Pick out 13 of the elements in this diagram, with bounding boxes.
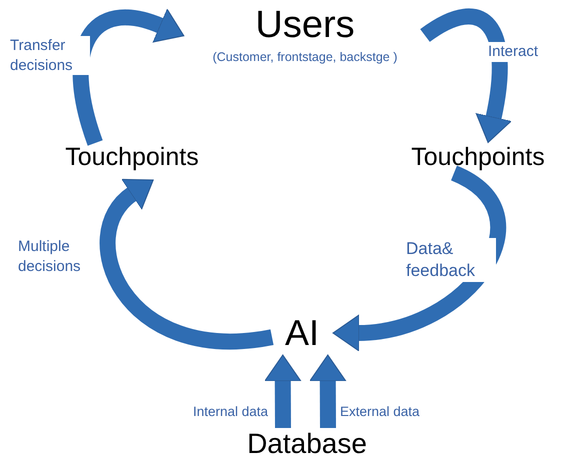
curved-arrow [420,8,512,144]
node-label: Database [247,428,367,460]
node-label: AI [284,312,319,354]
curved-arrow [264,354,302,428]
node-label: Touchpoints [65,143,199,172]
node-subtitle: (Customer, frontstage, backstge ) [212,50,398,64]
edge-label: Data& feedback [406,238,496,282]
curved-arrow [100,176,273,350]
curved-arrow [309,354,346,428]
node-label: Users [255,4,355,48]
node-label: Touchpoints [411,143,545,172]
curved-arrow [72,8,185,146]
edge-label: Transfer decisions [10,36,90,75]
